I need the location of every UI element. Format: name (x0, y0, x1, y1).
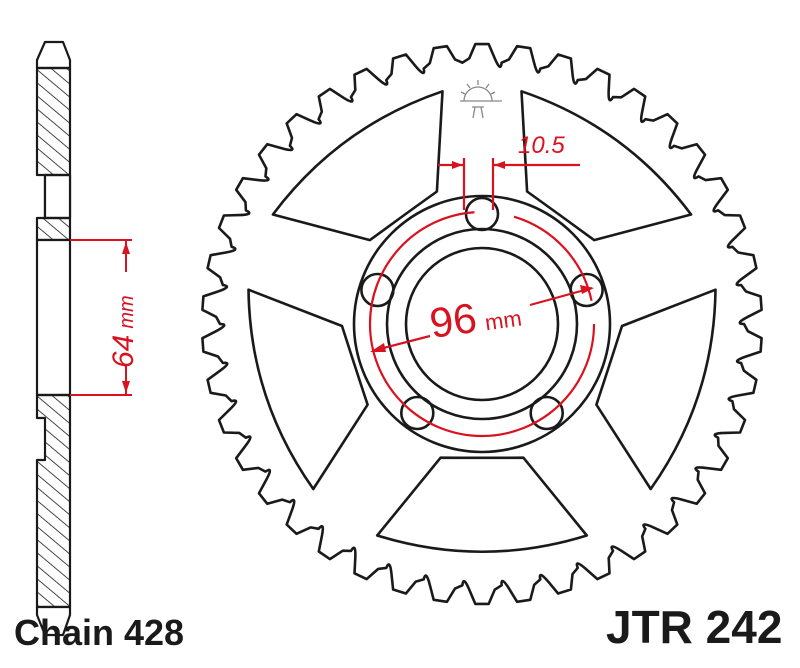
sun-over-horizon-logo-icon (460, 80, 502, 119)
bolt-hole-label: 10.5 (518, 132, 565, 159)
center-bore-dimension (70, 239, 132, 396)
bolt-hole (360, 272, 395, 308)
part-number-label: JTR 242 (606, 601, 783, 653)
arrowhead (494, 161, 505, 169)
center-bore-label: 64mm (107, 295, 140, 368)
hub-outer-ring (352, 194, 612, 454)
arrowhead (452, 161, 463, 169)
bolt-hole (569, 272, 604, 308)
chain-size-label: Chain 428 (14, 612, 185, 653)
lightening-window (375, 456, 589, 553)
bolt-hole (529, 395, 565, 431)
lightening-window (271, 90, 444, 242)
cross-section (35, 40, 72, 637)
lightening-window (595, 288, 717, 491)
lightening-window (520, 90, 693, 242)
hub-inner-ring (385, 227, 579, 421)
bolt-hole (399, 395, 435, 431)
sprocket-teeth-outline (201, 42, 763, 606)
pcd-circle (368, 210, 596, 438)
arrowhead (370, 343, 386, 352)
lightening-window (247, 288, 369, 491)
center-bore (404, 246, 560, 402)
arrowhead (580, 285, 594, 294)
